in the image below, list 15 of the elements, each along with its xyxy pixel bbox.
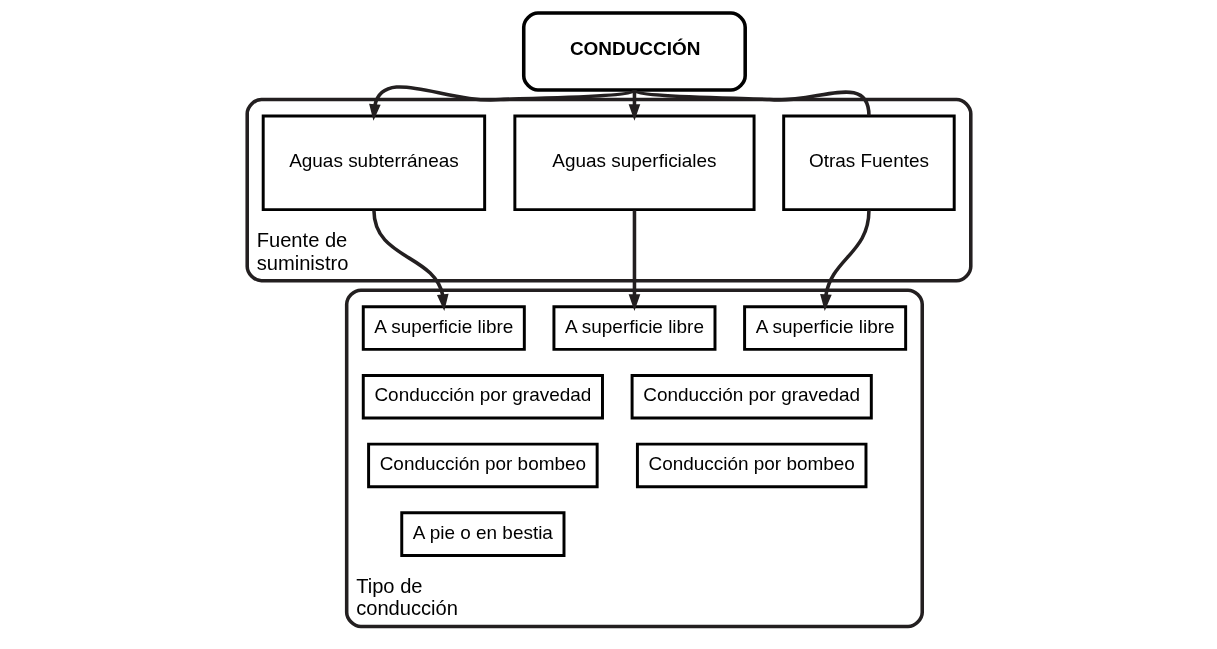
node-box: Conducción por bombeo (366, 442, 599, 489)
arrow (371, 210, 449, 311)
node-box: A superficie libre (742, 305, 907, 351)
node-box: A superficie libre (551, 305, 716, 351)
node-box: Conducción por gravedad (361, 373, 604, 420)
node-box: Aguas subterráneas (261, 114, 486, 212)
arrow (819, 210, 871, 311)
arrow (628, 210, 640, 311)
node-box: CONDUCCIÓN (521, 11, 747, 92)
node-box: Aguas superficiales (512, 114, 756, 212)
node-box: A pie o en bestia (399, 511, 565, 557)
node-box: Conducción por bombeo (635, 442, 867, 489)
node-box: A superficie libre (361, 305, 526, 351)
node-box: Conducción por gravedad (630, 373, 873, 420)
node-box: Otras Fuentes (781, 114, 956, 212)
